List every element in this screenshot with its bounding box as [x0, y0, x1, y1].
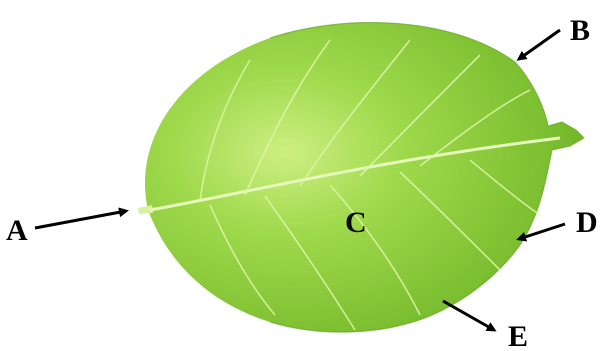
- arrow-e: [443, 301, 494, 330]
- label-d: D: [576, 206, 598, 239]
- arrow-b: [519, 30, 560, 59]
- label-b: B: [570, 14, 590, 47]
- label-c: C: [345, 206, 367, 239]
- arrow-a: [35, 211, 126, 228]
- leaf-blade: [145, 23, 584, 333]
- label-e: E: [508, 320, 528, 351]
- label-a: A: [6, 214, 28, 247]
